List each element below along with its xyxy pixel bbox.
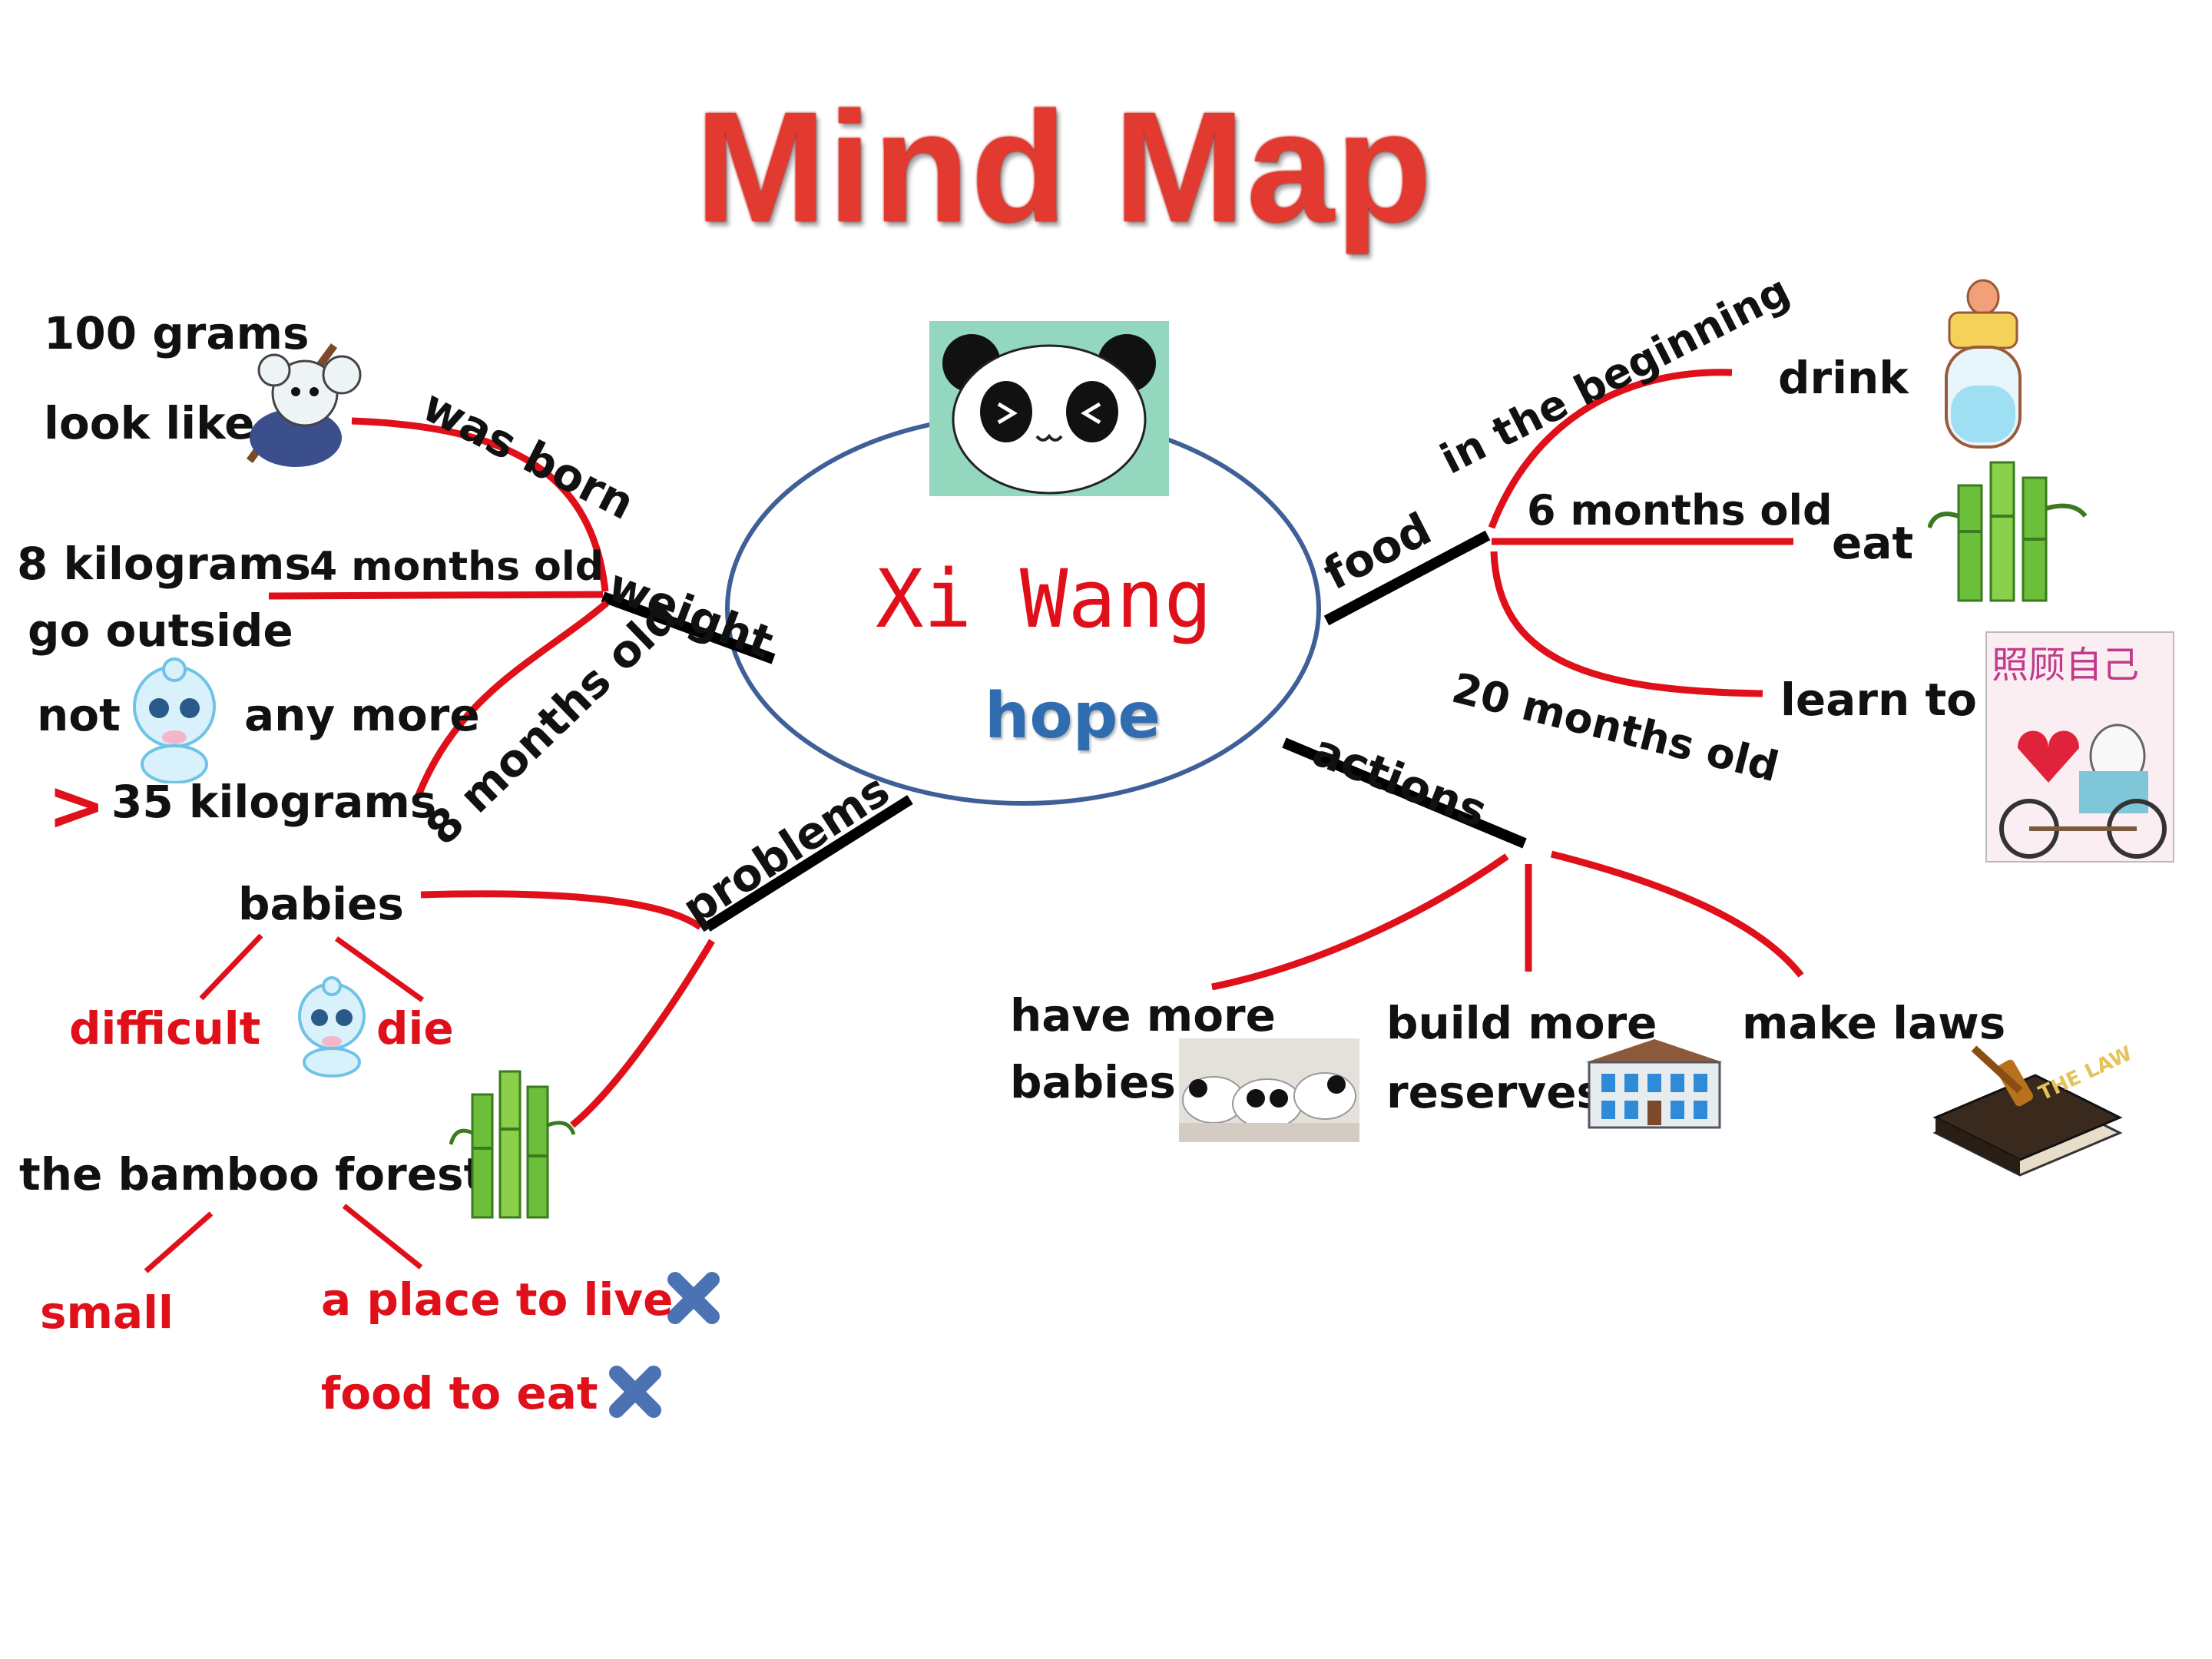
more-babies-line [1211,853,1509,991]
place-line [342,1204,423,1270]
greater-sign: > [48,766,106,846]
eight-months-line [415,600,609,796]
cross-icon [609,1366,661,1418]
learn-text: learn to [1780,674,1978,726]
reserves-text-1: build more [1386,997,1657,1049]
twenty-months-line [1490,551,1763,697]
bamboo-icon [1927,455,2093,602]
place-text: a place to live [321,1273,674,1326]
baby-icon [284,974,380,1078]
six-months-label: 6 months old [1527,486,1833,535]
laws-line [1550,850,1804,978]
forest-line [570,939,715,1128]
page-title: Mind Map [695,79,1434,255]
small-line [144,1211,214,1273]
law-book-icon: THE LAW [1928,1018,2136,1183]
die-line [334,936,425,1002]
difficult-line [199,933,263,1001]
baby-icon [117,653,232,784]
learn-sign-text: 照顾自己 [1992,644,2140,687]
go-outside-text: go outside [28,604,293,657]
die-text: die [376,1002,454,1055]
more-babies-text-1: have more [1010,989,1276,1041]
panda-babies-icon [1179,1038,1359,1142]
weight-stem [601,591,776,664]
difficult-text: difficult [69,1002,261,1055]
food-stem [1323,530,1491,626]
problems-stem [704,795,913,932]
more-babies-text-2: babies [1010,1056,1176,1108]
actions-stem [1282,737,1527,849]
bike-sign-icon: 照顾自己 [1985,631,2174,863]
center-subtitle: hope [985,680,1161,753]
grams-text: 100 grams [44,307,310,359]
bamboo-icon [449,1064,576,1221]
beginning-line [1488,369,1733,529]
building-icon [1578,1035,1730,1131]
small-text: small [40,1286,174,1339]
mouse-icon [234,338,365,467]
kilograms-text: 8 kilograms [17,538,311,590]
forest-text: the bamboo forest [19,1148,485,1200]
reserves-text-2: reserves [1386,1066,1604,1118]
panda-face-icon [929,321,1169,496]
bottle-icon [1936,278,2047,455]
eat-text: eat [1832,517,1914,569]
laws-text: make laws [1742,997,2006,1049]
center-name: Xi Wang [876,552,1213,646]
drink-text: drink [1778,352,1909,404]
look-like-text: look like [44,397,255,449]
kg35-text: 35 kilograms [111,776,437,828]
four-months-label: 4 months old [310,544,604,590]
babies-line [420,890,703,930]
not-text: not [37,689,121,741]
any-more-text: any more [244,689,480,741]
was-born-line [351,417,609,592]
four-months-line [268,591,604,600]
cross-icon [667,1272,720,1324]
food-to-eat-text: food to eat [321,1367,598,1419]
babies-text: babies [238,878,404,930]
